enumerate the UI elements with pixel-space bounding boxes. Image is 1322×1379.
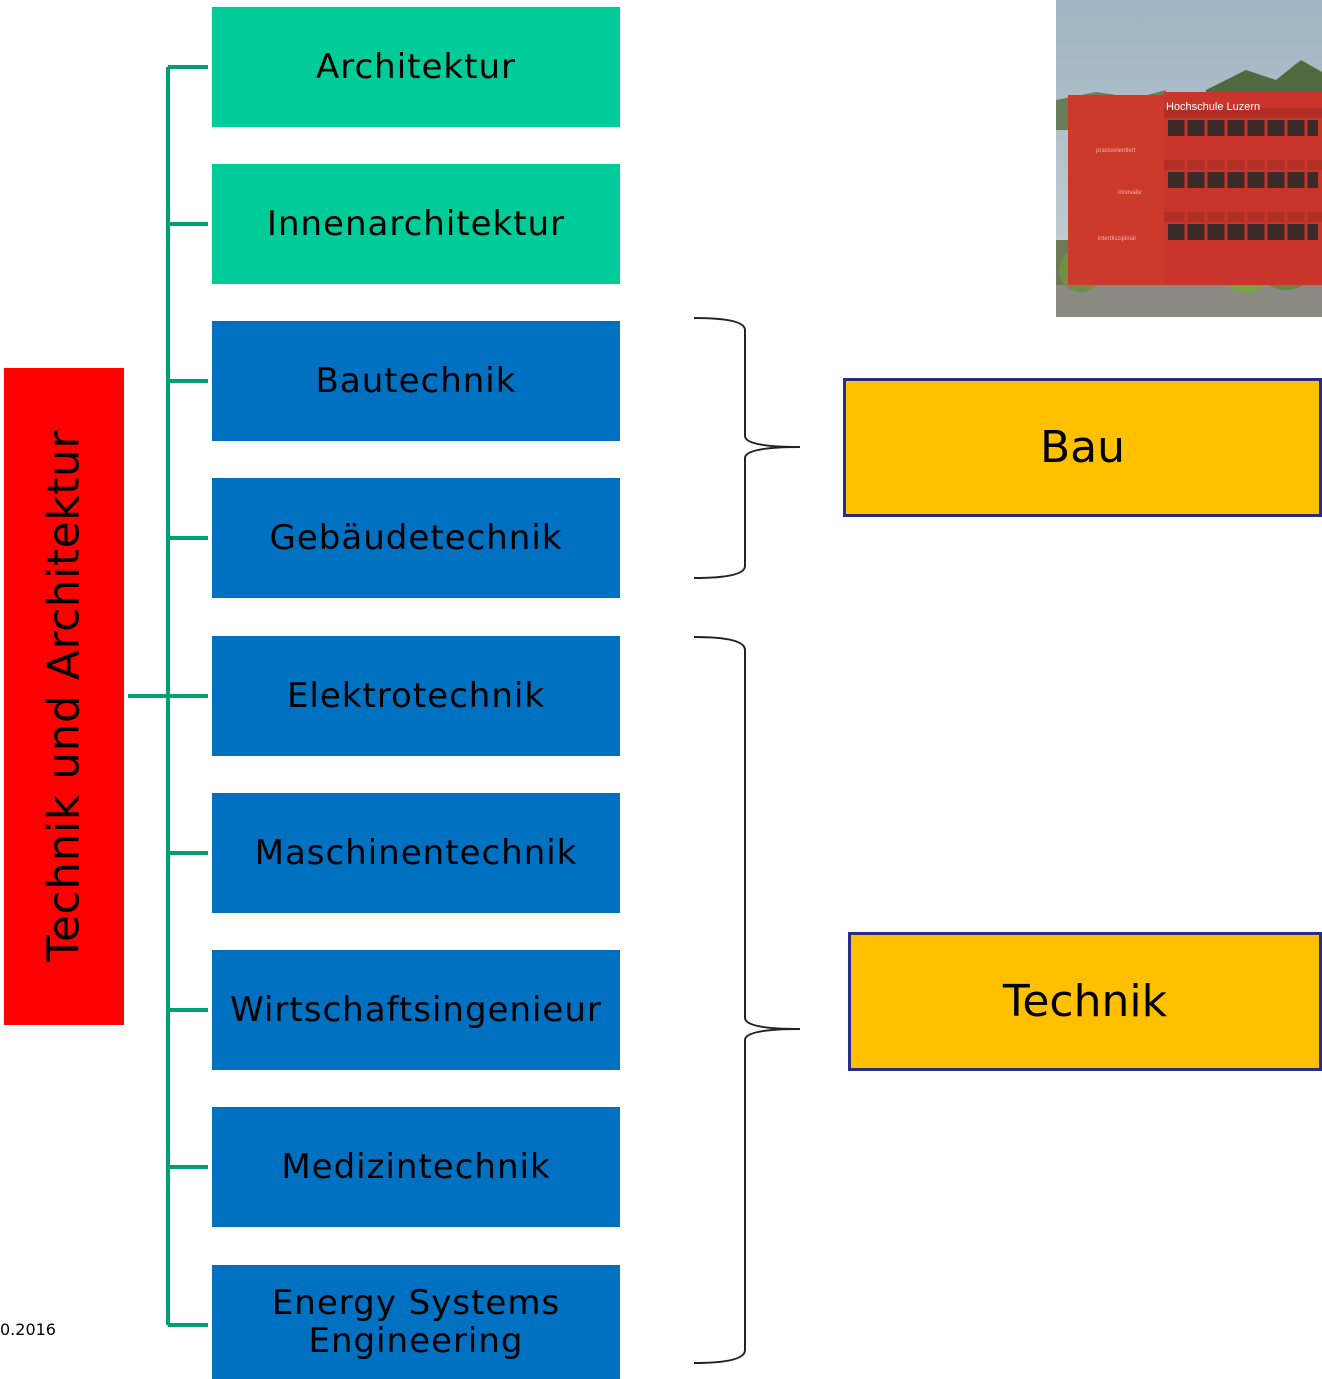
group-box-technik: Technik xyxy=(848,932,1322,1071)
building-sign: Hochschule Luzern xyxy=(1166,101,1260,113)
group-label: Technik xyxy=(1002,976,1168,1027)
program-box-bautechnik: Bautechnik xyxy=(212,321,620,441)
program-label: Medizintechnik xyxy=(281,1147,551,1187)
program-label: Energy Systems Engineering xyxy=(271,1283,561,1361)
program-box-wirtschaftsingenieur: Wirtschaftsingenieur xyxy=(212,950,620,1070)
bracket-bau xyxy=(693,317,801,579)
program-box-architektur: Architektur xyxy=(212,7,620,127)
building-photo: Hochschule Luzern praxisorientiert innov… xyxy=(1056,0,1322,317)
program-label: Gebäudetechnik xyxy=(269,518,563,558)
group-box-bau: Bau xyxy=(843,378,1322,517)
tree-connectors xyxy=(128,65,208,1327)
root-node xyxy=(4,368,124,1025)
bracket-technik xyxy=(693,636,801,1364)
program-box-maschinentechnik: Maschinentechnik xyxy=(212,793,620,913)
program-label: Maschinentechnik xyxy=(254,833,578,873)
footer-date: 0.2016 xyxy=(0,1320,56,1339)
building-illustration: Hochschule Luzern praxisorientiert innov… xyxy=(1056,0,1322,317)
program-label: Innenarchitektur xyxy=(266,204,566,244)
facade-word: innovativ xyxy=(1118,190,1142,196)
program-label: Architektur xyxy=(316,47,516,87)
program-label: Elektrotechnik xyxy=(286,676,546,716)
program-box-gebaeudetechnik: Gebäudetechnik xyxy=(212,478,620,598)
program-box-medizintechnik: Medizintechnik xyxy=(212,1107,620,1227)
program-label: Wirtschaftsingenieur xyxy=(230,990,602,1030)
program-box-energy-systems-engineering: Energy Systems Engineering xyxy=(212,1265,620,1379)
facade-word: praxisorientiert xyxy=(1096,148,1136,154)
facade-word: interdisziplinär xyxy=(1098,236,1136,242)
program-label: Bautechnik xyxy=(315,361,517,401)
program-box-elektrotechnik: Elektrotechnik xyxy=(212,636,620,756)
group-label: Bau xyxy=(1039,422,1126,473)
program-box-innenarchitektur: Innenarchitektur xyxy=(212,164,620,284)
